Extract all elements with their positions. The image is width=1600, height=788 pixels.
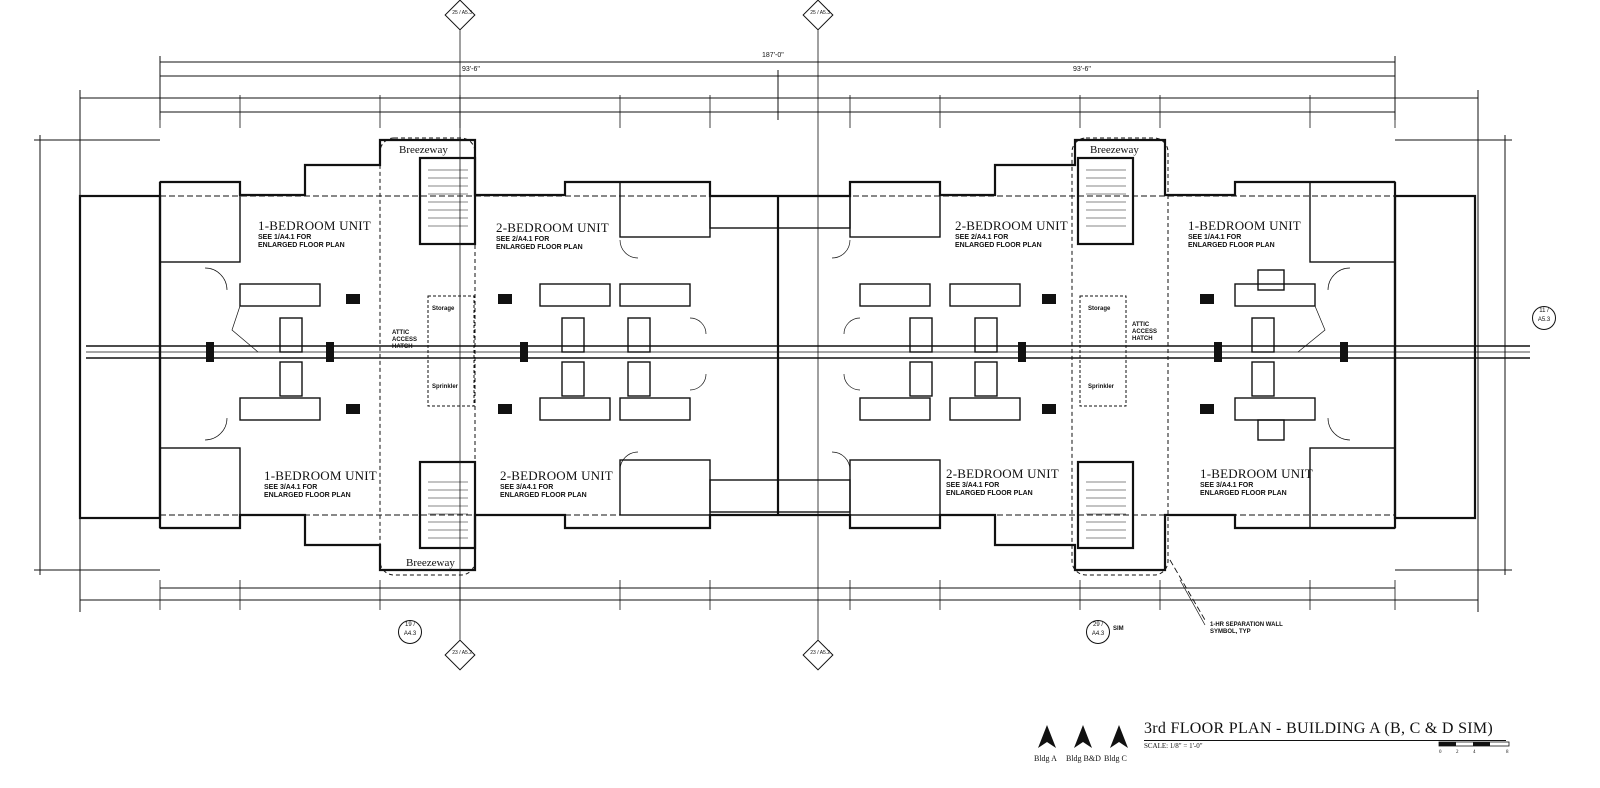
graphic-scale-bar — [1438, 741, 1510, 747]
overall-dimension: 187'-0" — [762, 52, 784, 59]
breezeway-label-sw: Breezeway — [406, 557, 455, 569]
unit-label-2bed-ne: 2-BEDROOM UNIT — [955, 218, 1068, 233]
unit-label-2bed-se: 2-BEDROOM UNIT — [946, 466, 1059, 481]
separation-wall-note: 1-HR SEPARATION WALL SYMBOL, TYP — [1210, 622, 1283, 635]
section-bubble-right: 29 / A4.3 — [1086, 620, 1110, 644]
separation-walls — [160, 195, 1395, 621]
north-arrow-icon — [1074, 725, 1092, 748]
plan-title: 3rd FLOOR PLAN - BUILDING A (B, C & D SI… — [1144, 720, 1494, 737]
north-label-bldg-c: Bldg C — [1104, 754, 1127, 763]
sim-note: SIM — [1113, 626, 1124, 632]
half-dimension-right: 93'-6" — [1073, 66, 1091, 73]
half-dimension-left: 93'-6" — [462, 66, 480, 73]
unit-label-1bed-ne: 1-BEDROOM UNIT — [1188, 218, 1301, 233]
storage-note-right: Storage — [1088, 306, 1111, 312]
attic-hatch-note-right: ATTIC ACCESS HATCH — [1132, 322, 1158, 342]
title-underline — [1144, 740, 1506, 741]
unit-label-1bed-se: 1-BEDROOM UNIT — [1200, 466, 1313, 481]
north-label-bldg-bd: Bldg B&D — [1066, 754, 1101, 763]
stair-cores — [379, 137, 1169, 576]
sprinkler-note-left: Sprinkler — [432, 384, 459, 390]
dimension-ticks — [159, 95, 1396, 610]
door-swings — [204, 239, 1351, 471]
storage-note-left: Storage — [432, 306, 455, 312]
section-bubble-left: 19 / A4.3 — [398, 620, 422, 644]
unit-label-1bed-sw: 1-BEDROOM UNIT — [264, 468, 377, 483]
sprinkler-note-right: Sprinkler — [1088, 384, 1115, 390]
dimension-lines — [34, 56, 1512, 612]
interior-partitions — [159, 181, 1396, 529]
north-arrow-icon — [1038, 725, 1056, 748]
north-arrow-icon — [1110, 725, 1128, 748]
plan-scale: SCALE: 1/8" = 1'-0" — [1144, 742, 1203, 750]
north-label-bldg-a: Bldg A — [1034, 754, 1057, 763]
title-block: Bldg A Bldg B&D Bldg C 3rd FLOOR PLAN - … — [1032, 716, 1592, 782]
unit-label-1bed-nw: 1-BEDROOM UNIT — [258, 218, 371, 233]
scale-tick-8: 8 — [1506, 750, 1509, 755]
scale-tick-2: 2 — [1456, 750, 1459, 755]
scale-tick-4: 4 — [1473, 750, 1476, 755]
attic-hatch-note-left: ATTIC ACCESS HATCH — [392, 330, 418, 350]
unit-label-2bed-sw: 2-BEDROOM UNIT — [500, 468, 613, 483]
fixtures — [206, 294, 1348, 414]
east-section-marker: 11 / A5.3 — [1532, 306, 1556, 330]
breezeway-label-nw: Breezeway — [399, 144, 448, 156]
unit-label-2bed-nw: 2-BEDROOM UNIT — [496, 220, 609, 235]
scale-tick-0: 0 — [1439, 750, 1442, 755]
breezeway-label-ne: Breezeway — [1090, 144, 1139, 156]
